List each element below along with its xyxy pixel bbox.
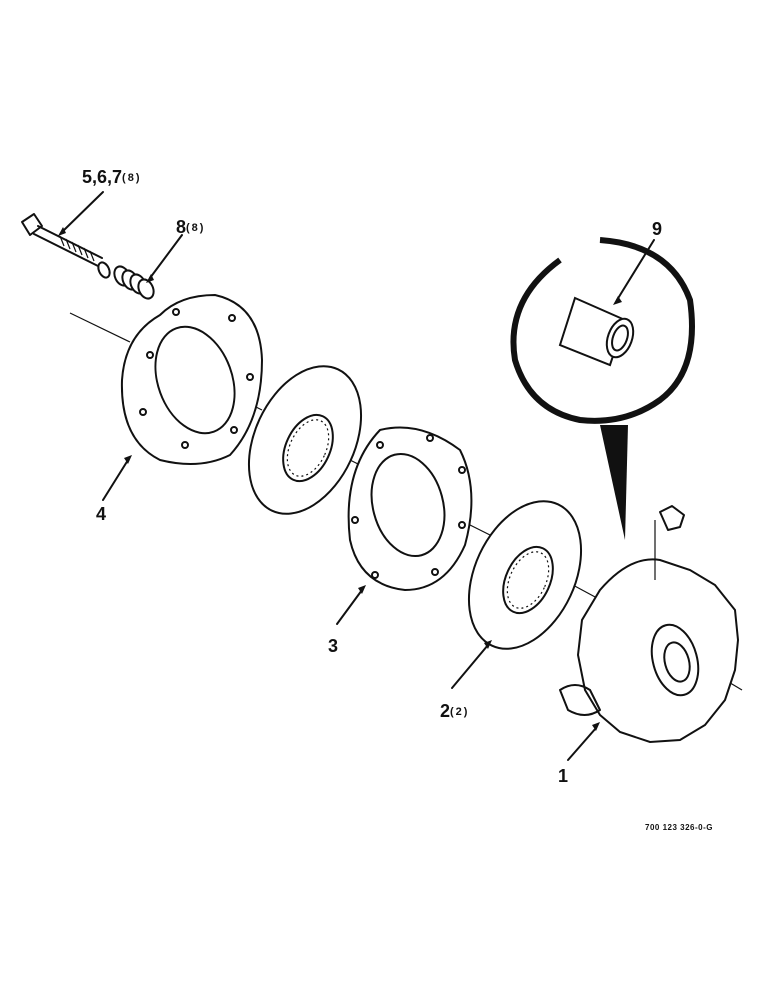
pressure-plate <box>120 293 264 465</box>
callout-bolt-qty: (8) <box>122 172 142 184</box>
callout-sprocket-part: 1 <box>558 766 569 786</box>
callout-pressure-plate: 4 <box>96 505 106 523</box>
callout-bolt: 5,6,7(8) <box>82 168 142 186</box>
callout-bushing-part: 9 <box>652 219 663 239</box>
callout-bolt-part: 5,6,7 <box>82 167 123 187</box>
bolt <box>21 213 103 267</box>
callout-friction-disc-qty: (2) <box>450 706 470 718</box>
washer <box>97 261 111 279</box>
callout-center-plate: 3 <box>328 637 338 655</box>
callout-bushing: 9 <box>652 220 662 238</box>
figure-reference: 700 123 326-0-G <box>645 823 713 832</box>
callout-friction-disc-part: 2 <box>440 701 451 721</box>
spring <box>113 265 155 300</box>
leader-lines <box>58 191 655 761</box>
callout-pressure-plate-part: 4 <box>96 504 107 524</box>
bushing <box>558 296 635 367</box>
friction-disc <box>247 365 363 515</box>
callout-spring-qty: (8) <box>186 222 206 234</box>
callout-spring: 8(8) <box>176 218 205 236</box>
friction-disc-2 <box>467 500 583 650</box>
callout-center-plate-part: 3 <box>328 636 339 656</box>
detail-circle <box>510 237 695 540</box>
callout-sprocket: 1 <box>558 767 568 785</box>
sprocket-hub <box>559 505 740 744</box>
callout-friction-disc: 2(2) <box>440 702 469 720</box>
callout-spring-part: 8 <box>176 217 187 237</box>
center-plate <box>347 426 473 592</box>
